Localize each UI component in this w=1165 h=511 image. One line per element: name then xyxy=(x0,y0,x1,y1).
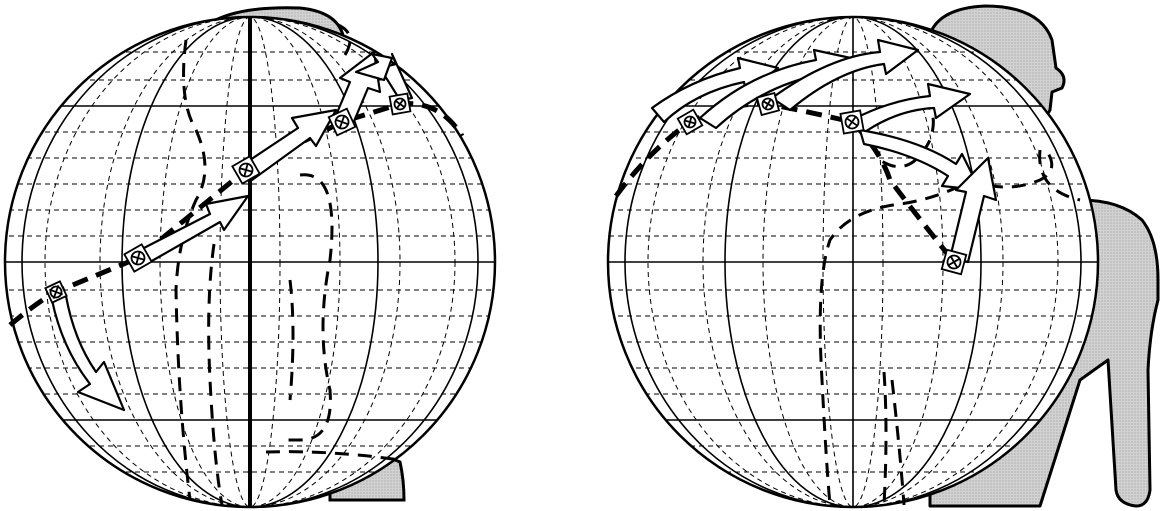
globe-right-panel xyxy=(600,6,1158,507)
marker-right-4 xyxy=(942,250,966,274)
marker-left-5 xyxy=(390,94,411,115)
marker-right-3 xyxy=(840,110,863,133)
globe-left-panel xyxy=(0,8,500,507)
marker-right-2 xyxy=(757,93,779,115)
